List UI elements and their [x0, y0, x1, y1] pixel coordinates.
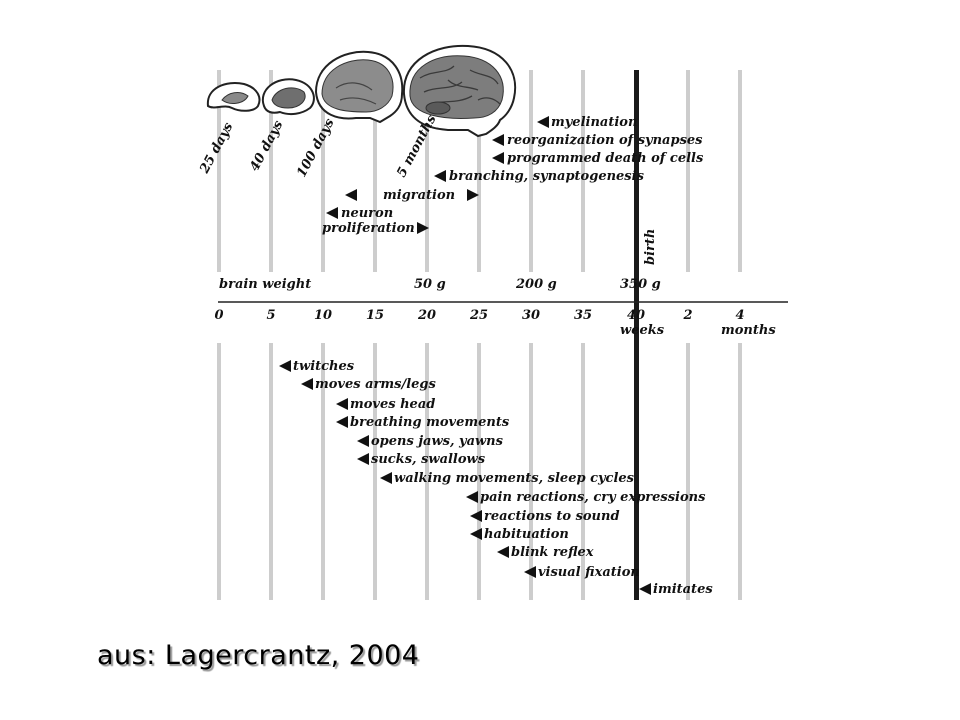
age-label-5-months: 5 months	[394, 112, 440, 180]
age-label-25-days: 25 days	[197, 120, 237, 177]
behavior-milestones: twitches moves arms/legs moves head breathi…	[279, 359, 713, 597]
left-arrow-icon	[492, 134, 504, 146]
gridline	[425, 70, 429, 272]
week-tick-label: 10	[314, 308, 332, 323]
fetal-brain-illustrations	[206, 44, 517, 138]
gridline	[321, 343, 325, 600]
week-tick-label: 40	[627, 308, 645, 323]
brain-weight-50g: 50 g	[414, 277, 446, 292]
gridline	[738, 343, 742, 600]
behavior-label: moves head	[350, 397, 435, 412]
brain-40-days-icon	[261, 78, 315, 116]
month-tick-label: 4	[735, 308, 744, 323]
left-arrow-icon	[470, 510, 482, 522]
gridline	[477, 70, 481, 272]
brain-weight-200g: 200 g	[515, 277, 557, 292]
left-arrow-icon	[497, 546, 509, 558]
gridline	[217, 70, 221, 272]
behavior-label: twitches	[293, 359, 355, 374]
left-arrow-icon	[639, 583, 651, 595]
right-arrow-icon	[417, 222, 429, 234]
brain-events: myelination reorganization of synapses p…	[322, 115, 704, 236]
brain-weight-350g: 350 g	[620, 277, 661, 292]
left-arrow-icon	[434, 170, 446, 182]
event-neuron: neuron	[341, 206, 393, 221]
event-reorganization: reorganization of synapses	[507, 133, 703, 148]
week-tick-label: 0	[214, 308, 223, 323]
time-axis-ticks: 0 5 10 15 20 25 30 35 40 2 4	[214, 308, 744, 323]
gridline	[269, 343, 273, 600]
gridline	[686, 343, 690, 600]
left-arrow-icon	[326, 207, 338, 219]
age-label-100-days: 100 days	[294, 116, 338, 180]
birth-line	[634, 70, 639, 600]
gridline	[217, 343, 221, 600]
event-myelination: myelination	[551, 115, 637, 130]
left-arrow-icon	[336, 416, 348, 428]
gridline	[373, 70, 377, 272]
weeks-unit-label: weeks	[620, 323, 665, 338]
behavior-label: imitates	[653, 582, 713, 597]
fetal-age-labels: 25 days 40 days 100 days 5 months	[197, 112, 440, 180]
behavior-label: walking movements, sleep cycles	[394, 471, 635, 486]
left-arrow-icon	[279, 360, 291, 372]
behavior-label: reactions to sound	[484, 509, 620, 524]
behavior-label: blink reflex	[511, 545, 594, 560]
left-arrow-icon	[380, 472, 392, 484]
event-proliferation: proliferation	[322, 221, 415, 236]
event-branching: branching, synaptogenesis	[449, 169, 645, 184]
month-tick-label: 2	[682, 308, 692, 323]
week-tick-label: 35	[574, 308, 592, 323]
week-tick-label: 20	[417, 308, 436, 323]
week-tick-label: 15	[366, 308, 384, 323]
gridline	[269, 70, 273, 272]
gridline	[477, 343, 481, 600]
right-arrow-icon	[467, 189, 479, 201]
brain-5-months-icon	[402, 44, 517, 138]
left-arrow-icon	[357, 453, 369, 465]
event-migration: migration	[383, 188, 455, 203]
week-tick-label: 25	[469, 308, 488, 323]
behavior-label: sucks, swallows	[371, 452, 486, 467]
gridline	[581, 343, 585, 600]
behavior-label: opens jaws, yawns	[371, 434, 504, 449]
left-arrow-icon	[524, 566, 536, 578]
left-arrow-icon	[336, 398, 348, 410]
months-unit-label: months	[721, 323, 776, 338]
brain-100-days-icon	[314, 50, 404, 124]
week-tick-label: 30	[522, 308, 540, 323]
brain-weight-label: brain weight	[219, 277, 311, 292]
gridline	[529, 343, 533, 600]
left-arrow-icon	[537, 116, 549, 128]
behavior-label: visual fixation	[538, 565, 640, 580]
gridline	[581, 70, 585, 272]
gridline	[373, 343, 377, 600]
birth-label: birth	[643, 229, 658, 265]
gridline	[425, 343, 429, 600]
left-arrow-icon	[492, 152, 504, 164]
age-label-40-days: 40 days	[247, 118, 286, 174]
gridline	[686, 70, 690, 272]
brain-weight-row: brain weight 50 g 200 g 350 g	[219, 277, 661, 292]
behavior-label: moves arms/legs	[315, 377, 436, 392]
source-caption: aus: Lagercrantz, 2004	[97, 640, 420, 671]
gridline	[738, 70, 742, 272]
behavior-label: pain reactions, cry expressions	[480, 490, 706, 505]
left-arrow-icon	[470, 528, 482, 540]
left-arrow-icon	[345, 189, 357, 201]
event-programmed-death: programmed death of cells	[507, 151, 704, 166]
left-arrow-icon	[466, 491, 478, 503]
gridline	[321, 70, 325, 272]
behavior-label: breathing movements	[350, 415, 510, 430]
birth-label-background	[640, 225, 658, 269]
brain-25-days-icon	[206, 82, 261, 112]
left-arrow-icon	[301, 378, 313, 390]
left-arrow-icon	[357, 435, 369, 447]
week-tick-label: 5	[266, 308, 275, 323]
behavior-label: habituation	[484, 527, 569, 542]
gridline	[529, 70, 533, 272]
timeline-gridlines	[217, 70, 742, 600]
